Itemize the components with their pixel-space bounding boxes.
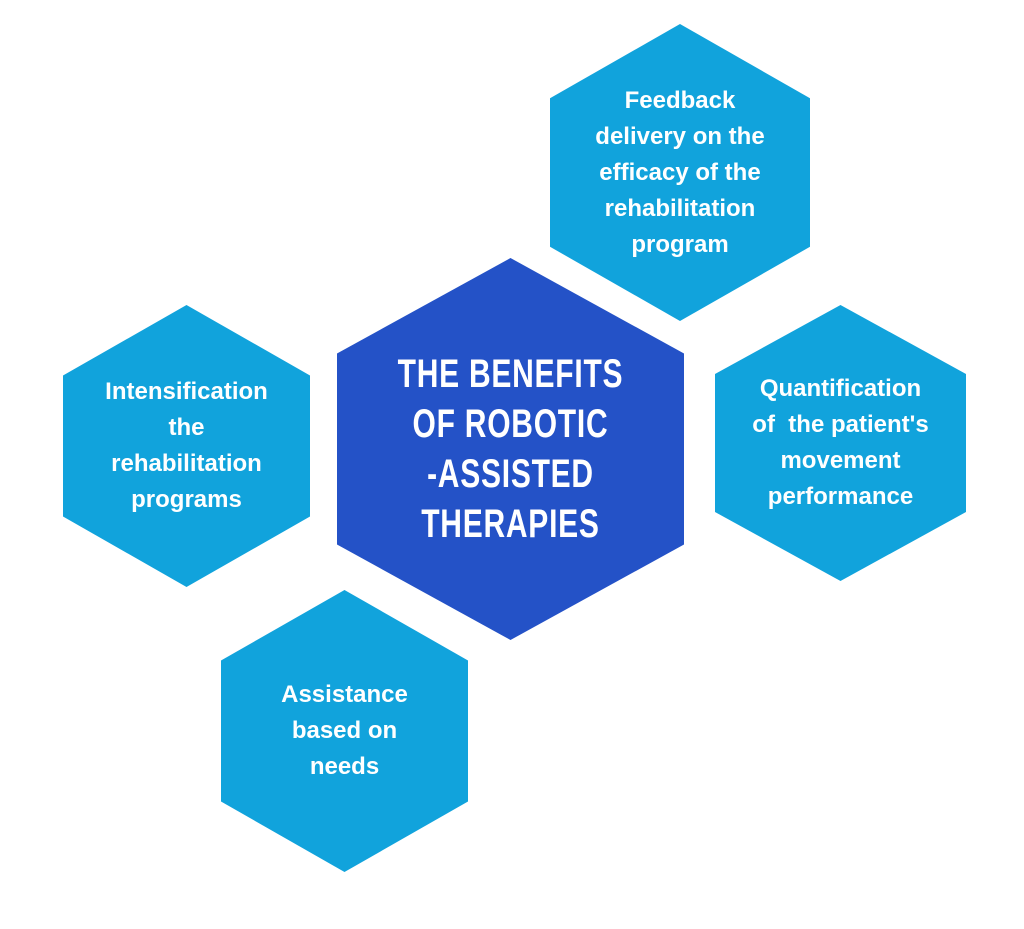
assistance-hexagon-label: Assistance based on needs [281, 681, 408, 780]
intensification-hexagon: Intensification the rehabilitation progr… [63, 305, 310, 587]
center-hexagon: THE BENEFITS OF ROBOTIC -ASSISTED THERAP… [337, 258, 684, 640]
center-hexagon-title: THE BENEFITS OF ROBOTIC -ASSISTED THERAP… [397, 352, 624, 546]
quantification-hexagon-label: Quantification of the patient's movement… [752, 375, 929, 510]
quantification-hexagon: Quantification of the patient's movement… [715, 305, 966, 581]
feedback-hexagon-label: Feedback delivery on the efficacy of the… [595, 86, 765, 258]
intensification-hexagon-label: Intensification the rehabilitation progr… [105, 378, 268, 513]
assistance-hexagon: Assistance based on needs [221, 590, 468, 872]
feedback-hexagon: Feedback delivery on the efficacy of the… [550, 24, 810, 321]
